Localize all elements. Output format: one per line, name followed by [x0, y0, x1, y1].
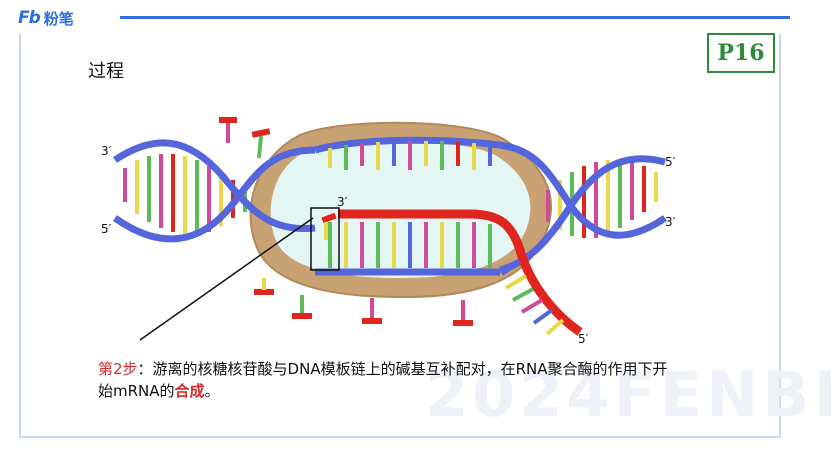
- non-template-strand: [314, 136, 501, 154]
- free-nucleotide: [453, 300, 473, 326]
- highlight-box: [310, 207, 340, 271]
- transcription-diagram: 3′ 5′ 5′ 3′ 3′ 5′: [101, 117, 676, 346]
- free-nucleotide: [254, 278, 274, 295]
- page-title: 过程: [88, 61, 124, 82]
- slide: Fb 粉笔 P16 过程 2024FENBI: [18, 6, 837, 438]
- frame-bottom-border: [19, 436, 781, 438]
- pointer-line: [139, 217, 314, 341]
- left-helix-strand-a: [113, 139, 316, 233]
- label-bottom-right: 3′: [665, 215, 676, 229]
- step-caption: 第2步：游离的核糖核苷酸与DNA模板链上的碱基互补配对，在RNA聚合酶的作用下开…: [98, 358, 668, 402]
- mrna-strand: [338, 209, 583, 336]
- incoming-nucleotide-cap: [321, 212, 337, 224]
- left-helix-strand-b: [112, 146, 316, 243]
- free-nucleotide: [219, 117, 237, 143]
- label-rna-end: 5′: [578, 332, 589, 346]
- free-nucleotide: [251, 128, 271, 159]
- paired-bases: [328, 222, 492, 268]
- logo-name: 粉笔: [43, 9, 74, 28]
- free-nucleotide: [292, 295, 312, 319]
- caption-emphasis: 合成: [174, 382, 205, 400]
- exiting-rna-bases: [500, 260, 565, 336]
- frame-right-border: [779, 34, 781, 438]
- label-top-right: 5′: [665, 155, 676, 169]
- brand-logo: Fb 粉笔: [18, 6, 74, 30]
- caption-step-label: 第2步: [98, 360, 138, 378]
- frame-left-border: [19, 34, 21, 438]
- caption-text: ：游离的核糖核苷酸与DNA模板链上的碱基互补配对，在RNA聚合酶的作用下开始mR…: [98, 360, 668, 400]
- watermark: 2024FENBI: [425, 358, 840, 431]
- caption-end: 。: [204, 382, 220, 400]
- label-top-left: 3′: [101, 144, 112, 158]
- label-bottom-left: 5′: [101, 222, 112, 236]
- logo-mark: Fb: [18, 8, 41, 28]
- page-number-badge: P16: [707, 33, 775, 73]
- header-rule: [120, 16, 790, 19]
- left-helix-base-pairs: [123, 154, 247, 234]
- label-rna-start: 3′: [337, 195, 348, 209]
- upper-strand-bases: [328, 141, 492, 170]
- free-nucleotide: [362, 298, 382, 324]
